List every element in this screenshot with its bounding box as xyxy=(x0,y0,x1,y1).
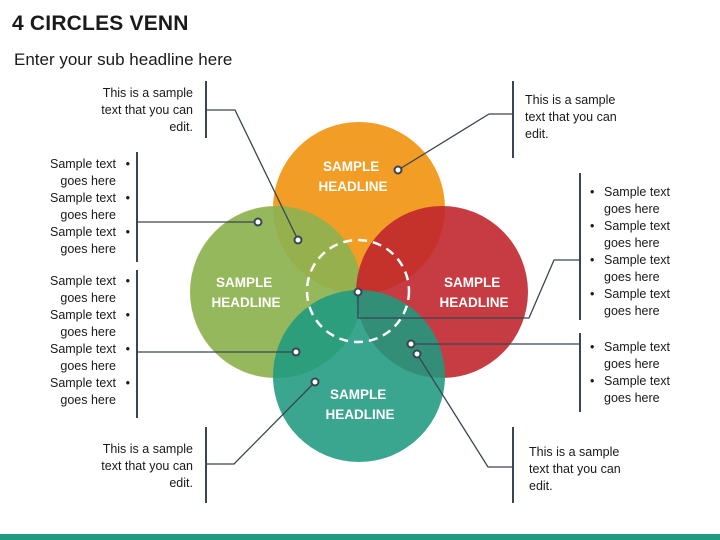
bullet-item: Sample text goes here xyxy=(586,184,692,218)
connector-dot xyxy=(253,217,263,227)
bullet-item: Sample text goes here xyxy=(28,156,134,190)
bullet-item: Sample text goes here xyxy=(586,218,692,252)
callout-bottom-left: This is a sample text that you can edit. xyxy=(60,441,193,492)
connector-dot xyxy=(353,287,363,297)
connector-dot xyxy=(310,377,320,387)
bullet-item: Sample text goes here xyxy=(28,307,134,341)
bullet-item: Sample text goes here xyxy=(586,373,692,407)
callout-line: This is a sample xyxy=(529,445,620,459)
circle-top-label: SAMPLE HEADLINE xyxy=(318,159,387,194)
page-title: 4 CIRCLES VENN xyxy=(12,12,189,35)
callout-line: text that you can xyxy=(525,110,617,124)
bullet-item: Sample text goes here xyxy=(28,190,134,224)
connector-dot xyxy=(291,347,301,357)
circle-bottom xyxy=(273,290,445,462)
bullet-list-right-upper: Sample text goes here Sample text goes h… xyxy=(586,184,692,320)
connector-line xyxy=(206,381,316,465)
connector-lines xyxy=(137,109,580,468)
callout-line: edit. xyxy=(525,127,549,141)
callout-top-left: This is a sample text that you can edit. xyxy=(60,85,193,136)
circle-bottom-label: SAMPLE HEADLINE xyxy=(325,387,394,422)
page-subtitle: Enter your sub headline here xyxy=(14,50,233,69)
callout-line: This is a sample xyxy=(102,442,193,456)
callout-top-right: This is a sample text that you can edit. xyxy=(525,92,665,143)
callout-line: text that you can xyxy=(101,459,193,473)
callout-line: This is a sample xyxy=(102,86,193,100)
callout-line: edit. xyxy=(169,476,193,490)
connector-dots xyxy=(253,165,422,387)
connector-line xyxy=(206,109,299,241)
bullet-item: Sample text goes here xyxy=(586,252,692,286)
bullet-list-right-lower: Sample text goes here Sample text goes h… xyxy=(586,339,692,407)
connector-line xyxy=(357,259,580,319)
connector-dot xyxy=(393,165,403,175)
bullet-list-left-lower: Sample text goes here Sample text goes h… xyxy=(28,273,134,409)
callout-bottom-right: This is a sample text that you can edit. xyxy=(529,444,669,495)
bullet-list-left-upper: Sample text goes here Sample text goes h… xyxy=(28,156,134,258)
callout-line: This is a sample xyxy=(525,93,616,107)
callout-line: text that you can xyxy=(101,103,193,117)
connector-dot xyxy=(293,235,303,245)
callout-line: text that you can xyxy=(529,462,621,476)
connector-dot xyxy=(412,349,422,359)
bullet-item: Sample text goes here xyxy=(28,273,134,307)
callout-line: edit. xyxy=(529,479,553,493)
bullet-item: Sample text goes here xyxy=(28,341,134,375)
callout-line: edit. xyxy=(169,120,193,134)
circle-right-label: SAMPLE HEADLINE xyxy=(439,275,508,310)
bottom-accent-bar xyxy=(0,534,720,540)
connector-line xyxy=(416,353,513,468)
connector-line xyxy=(397,113,513,171)
bullet-item: Sample text goes here xyxy=(586,286,692,320)
bullet-item: Sample text goes here xyxy=(586,339,692,373)
bullet-item: Sample text goes here xyxy=(28,375,134,409)
center-dashed-ring xyxy=(305,238,411,344)
circle-left-label: SAMPLE HEADLINE xyxy=(211,275,280,310)
connector-dot xyxy=(406,339,416,349)
bullet-item: Sample text goes here xyxy=(28,224,134,258)
